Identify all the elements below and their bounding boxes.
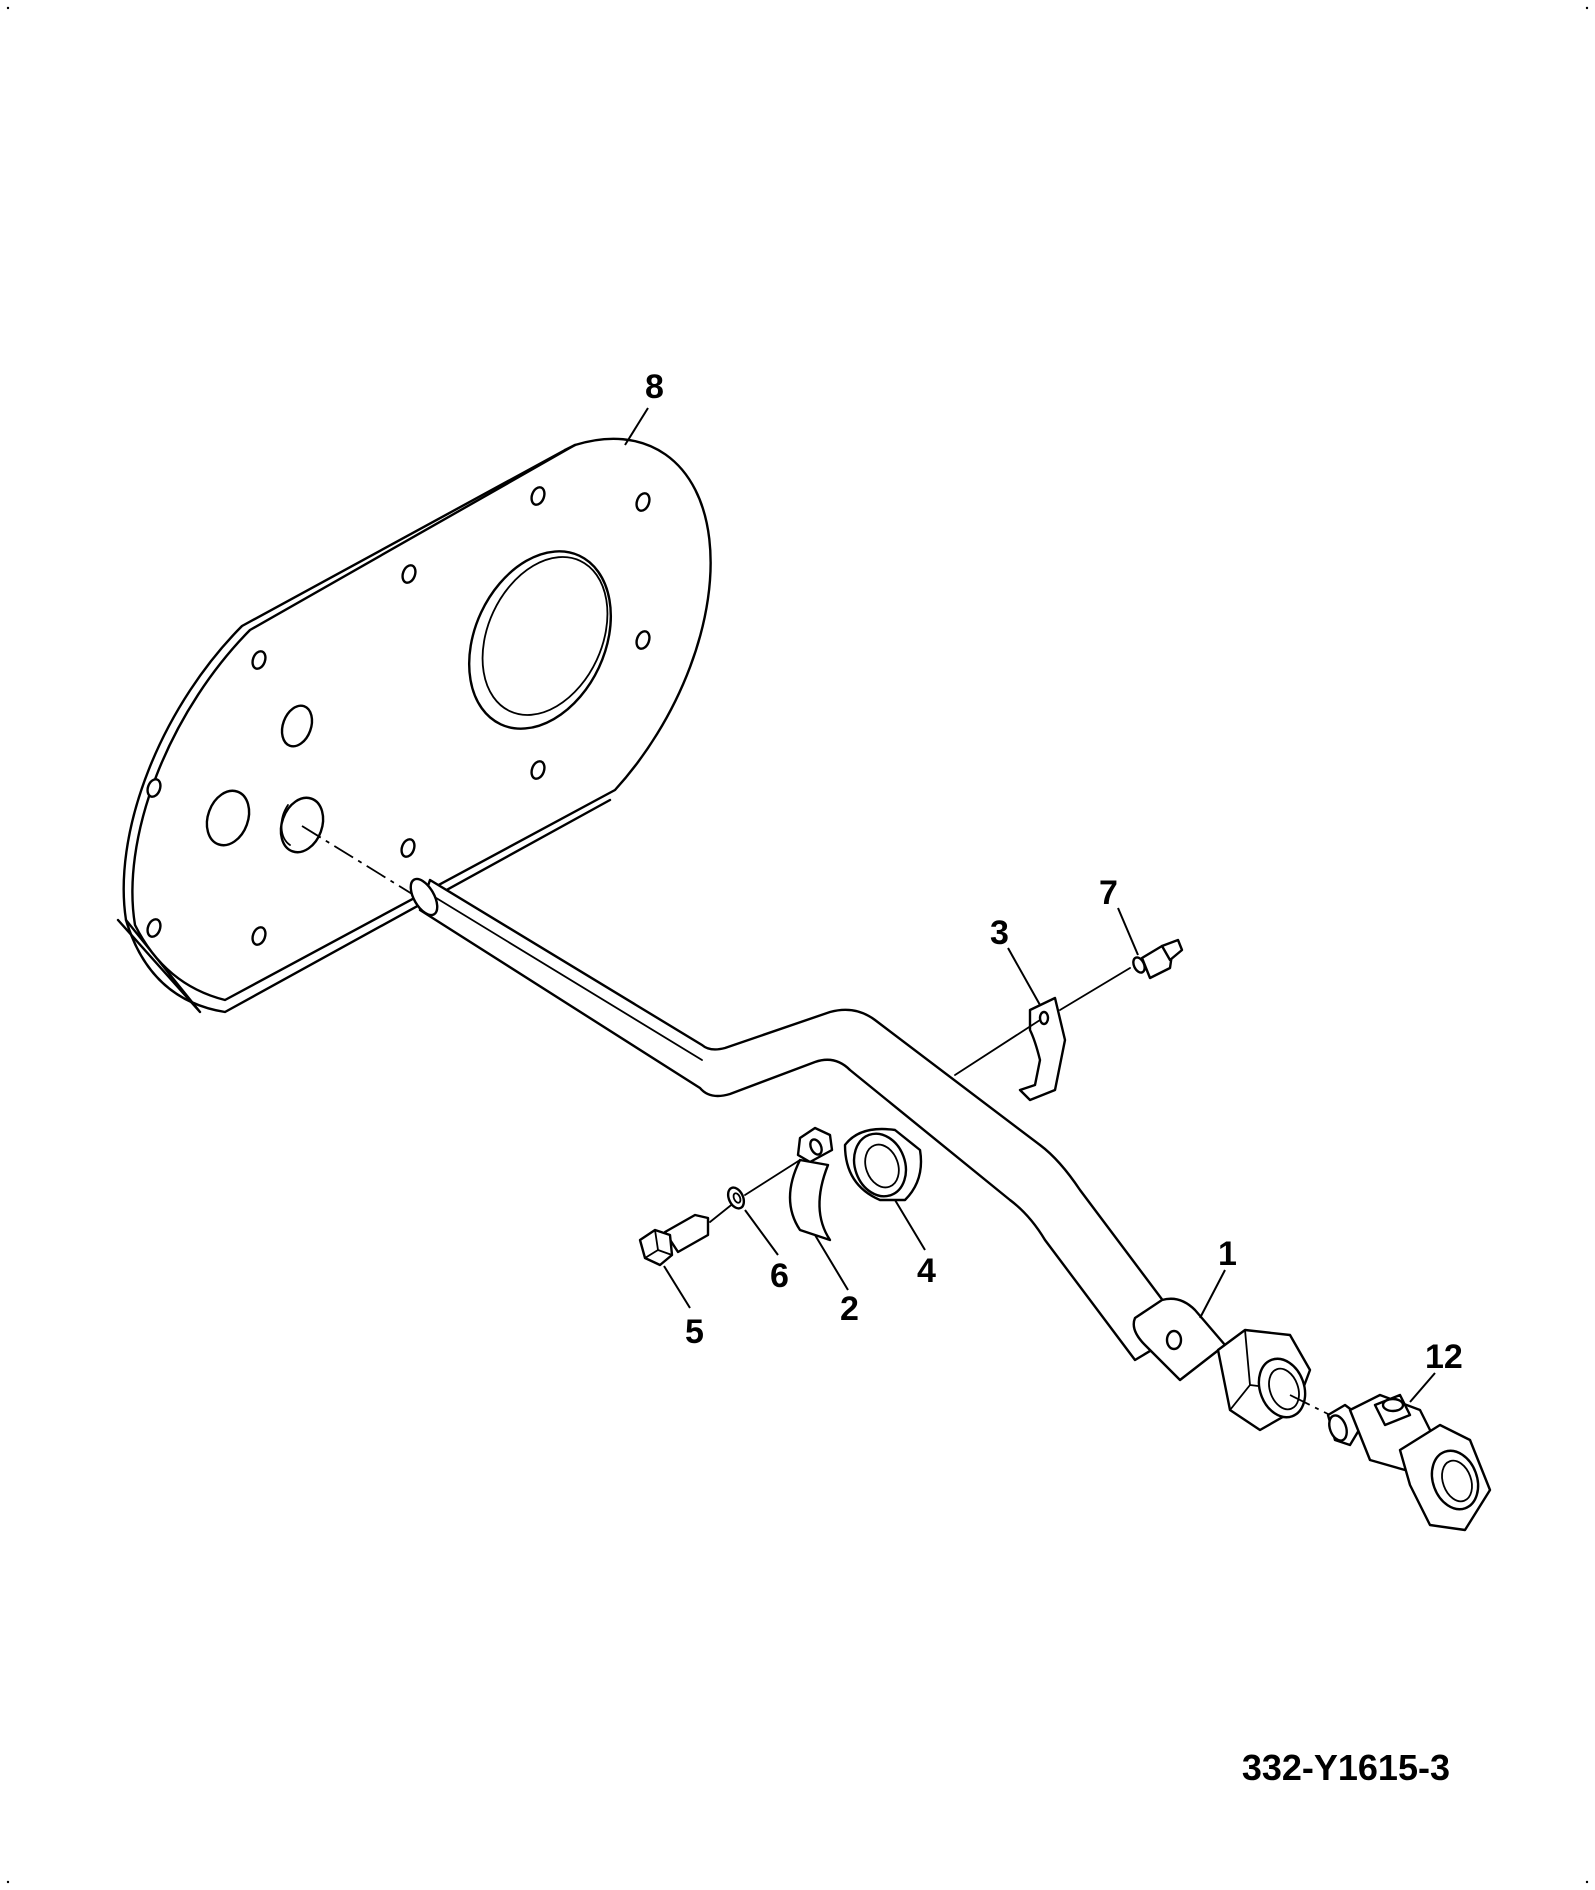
- tube-assembly: [409, 877, 1312, 1432]
- leader-lines: [624, 407, 1436, 1403]
- mounting-plate: [116, 437, 712, 1014]
- corner-marks: [6, 6, 1589, 1884]
- callout-4: 4: [917, 1252, 936, 1290]
- centerline-bracket-to-bolt: [954, 967, 1131, 1076]
- centerline-fasteners: [709, 1159, 801, 1223]
- callout-8: 8: [645, 368, 664, 406]
- valve: [1326, 1393, 1492, 1532]
- figure-code: 332-Y1615-3: [1242, 1747, 1450, 1788]
- callout-12: 12: [1425, 1338, 1463, 1376]
- grommet: [843, 1127, 923, 1202]
- clamp: [788, 1126, 834, 1242]
- washer: [726, 1186, 746, 1210]
- callout-7: 7: [1099, 874, 1118, 912]
- callout-6: 6: [770, 1257, 789, 1295]
- callout-5: 5: [685, 1313, 704, 1351]
- callout-3: 3: [990, 914, 1009, 952]
- callout-1: 1: [1218, 1235, 1237, 1273]
- callout-2: 2: [840, 1290, 859, 1328]
- centerline-plate-to-tube: [301, 825, 431, 906]
- bracket: [1018, 996, 1067, 1102]
- small-bolt: [1132, 938, 1184, 980]
- centerline-nut-to-valve: [1289, 1394, 1331, 1416]
- hex-bolt: [638, 1213, 710, 1267]
